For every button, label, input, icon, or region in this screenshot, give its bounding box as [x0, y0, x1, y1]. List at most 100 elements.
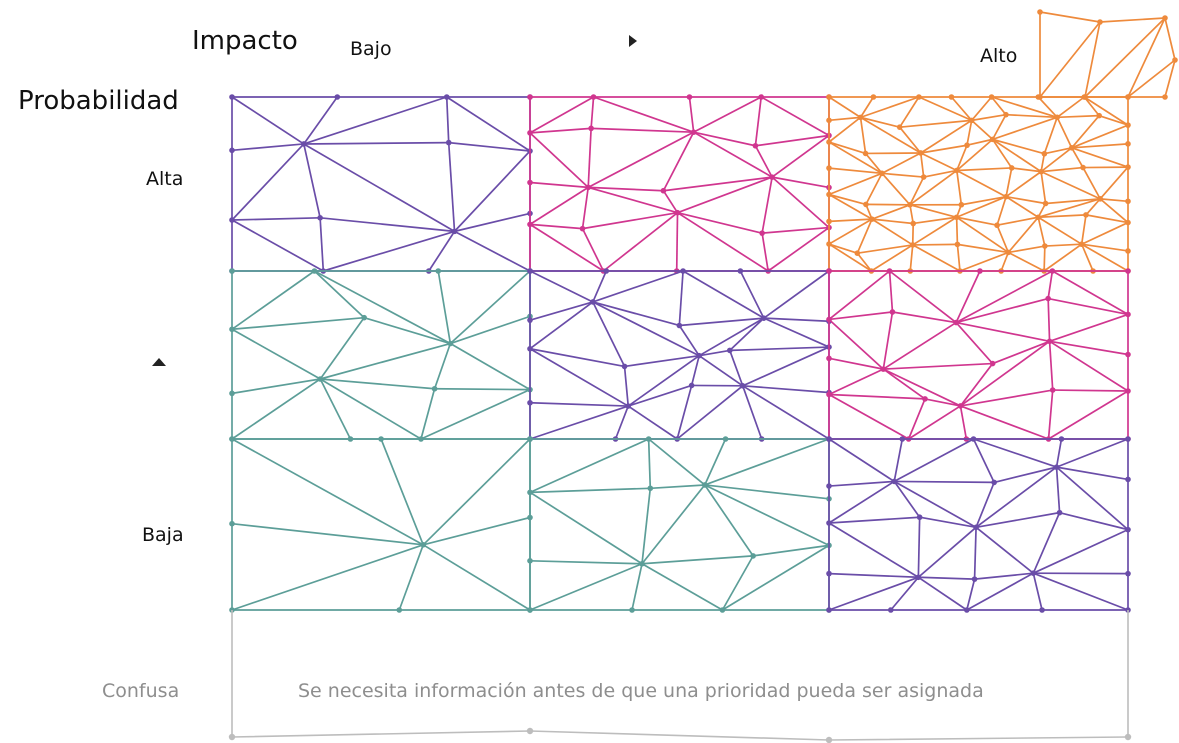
mesh-node	[603, 268, 610, 274]
mesh-edge	[882, 321, 957, 370]
mesh-node	[991, 479, 997, 486]
mesh-edge	[828, 576, 919, 611]
mesh-node	[957, 403, 964, 409]
mesh-edge	[828, 516, 920, 524]
mesh-node	[1042, 200, 1049, 207]
mesh-edge	[771, 134, 830, 178]
mesh-edge	[991, 114, 1007, 140]
mesh-node	[301, 141, 307, 147]
mesh-edge	[1057, 114, 1100, 119]
impact-arrow-icon	[629, 35, 637, 47]
mesh-edge	[581, 228, 605, 272]
mesh-node	[229, 390, 235, 397]
mesh-edge	[648, 438, 706, 486]
mesh-edge	[739, 270, 765, 319]
mesh-node	[1045, 295, 1051, 302]
mesh-edge	[857, 244, 913, 255]
mesh-node	[690, 129, 697, 135]
mesh-edge	[754, 96, 763, 146]
mesh-edge	[231, 143, 305, 221]
mesh-edge	[704, 484, 830, 500]
mesh-edge	[955, 270, 981, 323]
mesh-edge	[1085, 214, 1129, 224]
probability-label: Probabilidad	[18, 86, 179, 116]
mesh-node	[879, 170, 885, 177]
mesh-node	[920, 174, 927, 180]
mesh-node	[396, 607, 403, 613]
mesh-edge	[529, 301, 594, 350]
mesh-edge	[454, 212, 531, 233]
mesh-edge	[907, 398, 926, 440]
mesh-edge	[828, 243, 858, 254]
mesh-edge	[918, 96, 972, 122]
mesh-edge	[890, 576, 920, 611]
mesh-node	[585, 184, 592, 191]
mesh-node	[953, 214, 960, 221]
mesh-edge	[742, 385, 830, 440]
mesh-edge	[828, 243, 872, 272]
mesh-edge	[581, 187, 590, 229]
mesh-node	[527, 221, 533, 228]
mesh-node	[854, 250, 861, 256]
mesh-edge	[899, 119, 972, 129]
mesh-node	[826, 241, 832, 247]
mesh-edge	[761, 233, 770, 272]
mesh-edge	[893, 438, 974, 483]
mesh-edge	[650, 484, 705, 490]
mesh-edge	[587, 131, 695, 189]
mesh-edge	[871, 218, 914, 225]
mesh-node	[1058, 436, 1065, 442]
mesh-node	[954, 167, 960, 174]
mesh-edge	[590, 96, 595, 129]
probability-high-label: Alta	[146, 168, 184, 190]
mesh-node	[737, 268, 744, 274]
mesh-edge	[678, 325, 700, 357]
mesh-edge	[1081, 221, 1129, 245]
mesh-edge	[956, 244, 961, 272]
mesh-edge	[1051, 270, 1129, 316]
mesh-edge	[761, 176, 773, 234]
mesh-node	[826, 139, 832, 145]
mesh-node	[1080, 164, 1086, 171]
mesh-edge	[828, 572, 919, 579]
mesh-edge	[1056, 116, 1073, 149]
mesh-node	[907, 201, 913, 208]
mesh-edge	[913, 216, 957, 225]
mesh-edge	[856, 218, 873, 254]
mesh-node	[317, 376, 324, 382]
mesh-edge	[641, 488, 652, 564]
mesh-node	[958, 201, 965, 208]
probability-arrow-icon	[152, 358, 166, 366]
mesh-edge	[690, 355, 700, 386]
impact-low-label: Bajo	[350, 38, 392, 60]
mesh-edge	[1005, 195, 1039, 218]
mesh-edge	[883, 362, 993, 370]
mesh-node	[970, 436, 977, 442]
mesh-edge	[302, 143, 321, 219]
mesh-edge	[1044, 147, 1072, 155]
mesh-edge	[1039, 21, 1101, 98]
mesh-edge	[860, 116, 922, 154]
mesh-node	[1041, 150, 1048, 157]
mesh-edge	[591, 127, 694, 134]
mesh-node	[1046, 338, 1053, 345]
mesh-node	[863, 201, 869, 208]
mesh-node	[954, 241, 961, 248]
mesh-edge	[587, 186, 678, 214]
mesh-edge	[698, 355, 744, 387]
mesh-edge	[974, 572, 1034, 580]
mesh-edge	[996, 216, 1039, 227]
mesh-edge	[917, 526, 977, 578]
mesh-node	[674, 209, 681, 216]
mesh-edge	[755, 134, 830, 147]
mesh-node	[826, 570, 832, 577]
mesh-edge	[771, 176, 830, 189]
mesh-node	[311, 268, 318, 274]
mesh-edge	[918, 576, 975, 580]
mesh-node	[1042, 243, 1048, 249]
mesh-edge	[231, 316, 365, 331]
mesh-edge	[959, 340, 1051, 407]
mesh-edge	[422, 438, 531, 546]
mesh-edge	[912, 243, 958, 246]
mesh-node	[361, 314, 367, 321]
